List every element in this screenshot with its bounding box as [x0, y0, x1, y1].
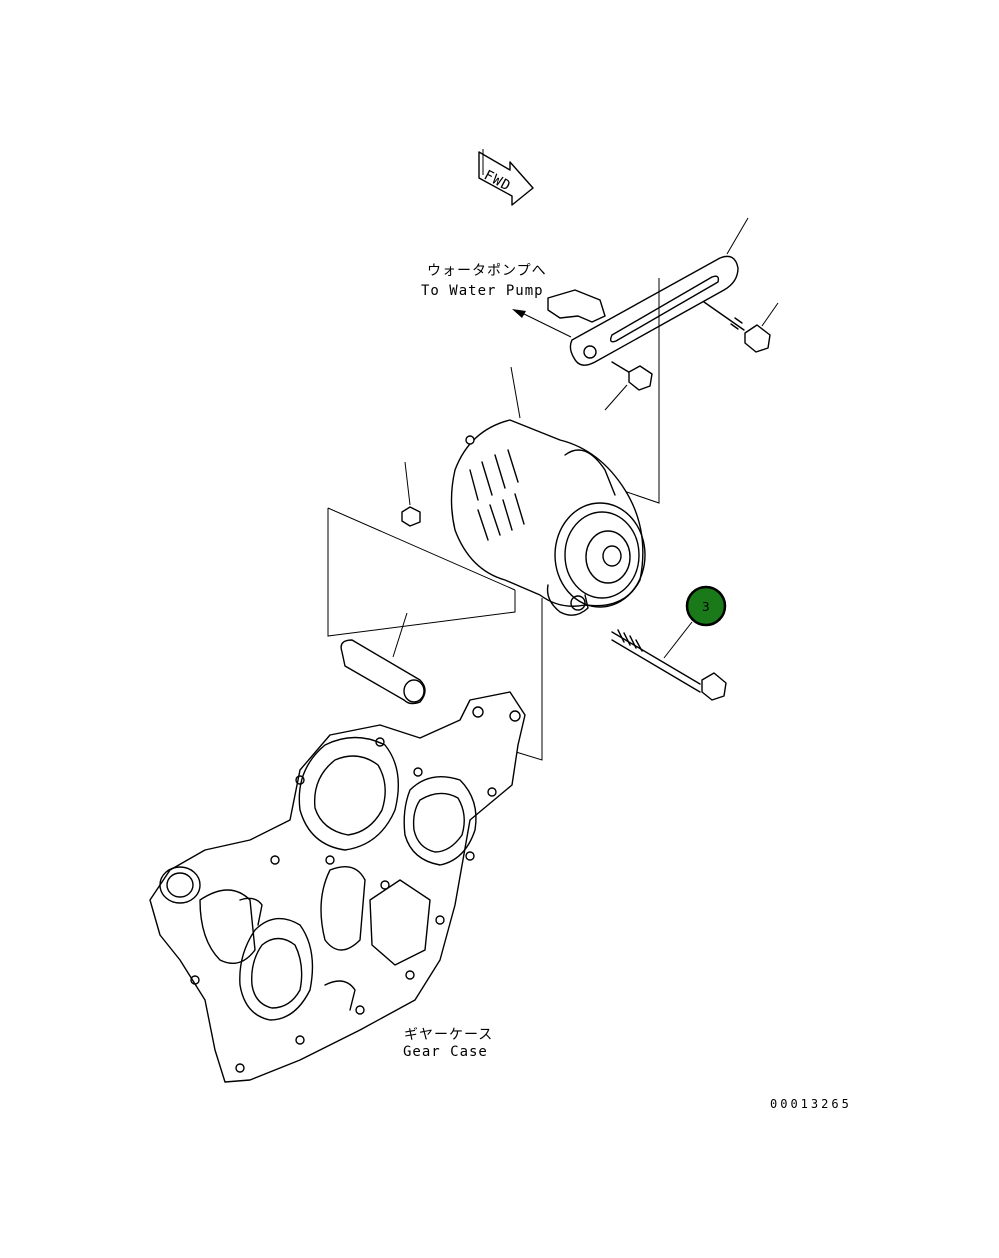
item-badge-number[interactable]: 3 — [702, 600, 710, 614]
bracket-bolt-mid — [604, 361, 653, 411]
item-badge-circle[interactable] — [685, 585, 727, 627]
nut — [401, 461, 421, 527]
water-pump-callout: ウォータポンプへ To Water Pump — [421, 263, 572, 338]
adjust-bracket — [547, 217, 749, 366]
gear-case — [149, 691, 526, 1083]
water-pump-label-en: To Water Pump — [421, 283, 544, 299]
bracket-bolt-right — [703, 301, 779, 353]
drawing-number: 00013265 — [770, 1097, 852, 1111]
gear-case-callout: ギヤーケース Gear Case — [403, 1027, 493, 1060]
gear-case-label-en: Gear Case — [403, 1044, 488, 1060]
spacer-collar — [340, 612, 426, 705]
gear-case-label-jp: ギヤーケース — [404, 1027, 493, 1043]
water-pump-label-jp: ウォータポンプへ — [427, 263, 547, 279]
alternator — [450, 366, 646, 616]
item-number-badge[interactable]: 3 — [685, 585, 727, 627]
fwd-label: FWD — [481, 167, 513, 194]
fwd-arrow-icon: FWD — [478, 149, 534, 206]
leader-frames — [327, 278, 660, 761]
long-bolt — [611, 621, 727, 701]
